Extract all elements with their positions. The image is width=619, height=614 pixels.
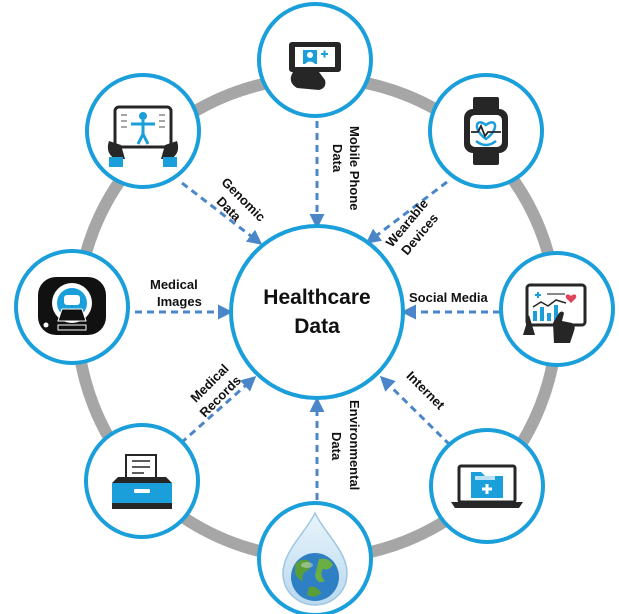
node-internet xyxy=(429,428,545,544)
smartwatch-icon xyxy=(464,97,508,165)
label-mobile: Mobile Phone Data xyxy=(330,126,362,211)
label-mobile-line1: Mobile Phone xyxy=(347,126,362,211)
smartphone-hand-icon xyxy=(289,42,341,90)
arrow-internet xyxy=(379,375,452,447)
tablet-chart-icon xyxy=(523,283,587,343)
mri-scanner-icon xyxy=(38,277,106,335)
file-tray-icon xyxy=(112,454,172,509)
label-environmental-line1: Environmental xyxy=(347,400,362,490)
tablet-body-scan-icon xyxy=(107,105,179,167)
label-environmental: Environmental Data xyxy=(329,400,362,490)
center-title-line1: Healthcare xyxy=(263,286,370,309)
label-wearable: Wearable Devices xyxy=(383,196,442,258)
node-genomic xyxy=(85,73,201,189)
arrows xyxy=(135,97,500,500)
water-drop-earth-icon xyxy=(282,511,348,606)
label-internet-line1: Internet xyxy=(403,368,448,413)
arrow-genomic xyxy=(181,181,263,245)
node-wearable xyxy=(428,73,544,189)
arrow-records xyxy=(180,376,257,445)
node-environmental xyxy=(257,501,373,614)
node-mobile xyxy=(257,2,373,118)
label-images-line1: Medical xyxy=(150,277,198,292)
label-environmental-line2: Data xyxy=(329,432,344,461)
node-social xyxy=(499,251,615,367)
arrow-wearable xyxy=(365,180,448,244)
laptop-folder-icon xyxy=(451,464,523,508)
node-records xyxy=(84,423,200,539)
label-internet: Internet xyxy=(403,368,448,413)
label-mobile-line2: Data xyxy=(330,144,345,173)
label-genomic: Genomic Data xyxy=(214,175,269,225)
label-social: Social Media xyxy=(409,290,489,305)
label-images-line2: Images xyxy=(157,294,202,309)
center-title-line2: Data xyxy=(294,315,340,338)
center-node xyxy=(229,224,405,400)
label-records: Medical Records xyxy=(187,361,244,420)
node-images xyxy=(14,249,130,365)
